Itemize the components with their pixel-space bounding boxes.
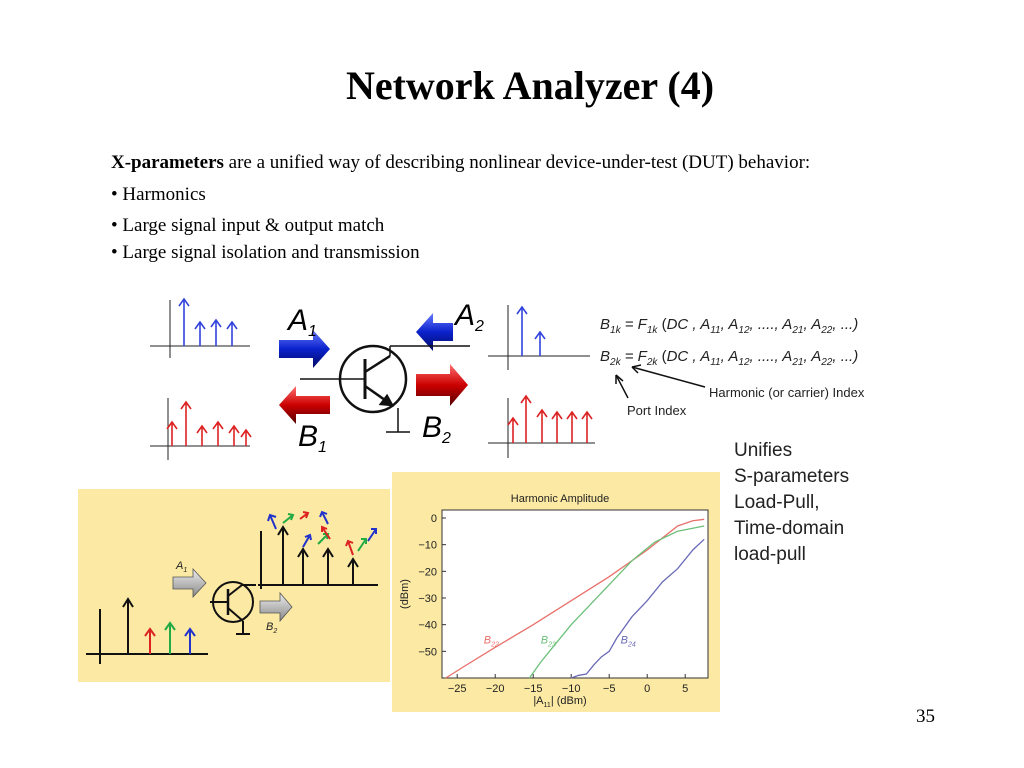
- page-title: Network Analyzer (4): [345, 63, 715, 108]
- page-number: 35: [916, 706, 935, 727]
- panel-b2-label: B2: [266, 621, 277, 635]
- chart-title: Harmonic Amplitude: [511, 493, 609, 505]
- intro-text: are a unified way of describing nonlinea…: [223, 152, 811, 173]
- x-tick-label: −20: [486, 683, 505, 695]
- b1-label: B1: [298, 420, 327, 456]
- chart-ylabel: (dBm): [399, 579, 411, 609]
- bullet-isolation: • Large signal isolation and transmissio…: [111, 242, 420, 263]
- x-tick-label: −25: [448, 683, 467, 695]
- intro-line: X-parameters are a unified way of descri…: [111, 152, 810, 174]
- transistor-symbol: [300, 344, 470, 433]
- series-label-b22: B22: [484, 634, 499, 648]
- a2-label: A2: [453, 299, 484, 335]
- spectrum-port1-incident: [150, 297, 250, 358]
- b2-arrow: [416, 364, 468, 406]
- series-line-b23: [528, 525, 705, 679]
- equation-b2: B2k = F2k (DC , A11, A12, ...., A21, A22…: [600, 348, 858, 368]
- x-tick-label: −10: [562, 683, 581, 695]
- intro-term: X-parameters: [111, 152, 224, 173]
- unifies-item: Time-domain: [734, 518, 845, 539]
- series-label-b23: B23: [541, 634, 556, 648]
- harmonic-amplitude-chart: Harmonic Amplitude |A11| (dBm) (dBm) −25…: [399, 493, 709, 709]
- bullet-harmonics: • Harmonics: [111, 184, 206, 205]
- b1-arrow: [279, 386, 330, 424]
- x-tick-label: −15: [524, 683, 543, 695]
- a1-arrow: [279, 330, 330, 368]
- unifies-item: Unifies: [734, 440, 793, 461]
- spectrum-port2-incident: [488, 305, 590, 370]
- b2-label: B2: [422, 411, 451, 447]
- panel-a1-label: A1: [175, 560, 187, 574]
- spectrum-port1-reflected: [150, 398, 252, 460]
- x-tick-label: 5: [682, 683, 688, 695]
- unifies-item: load-pull: [734, 544, 806, 565]
- y-tick-label: −10: [418, 540, 437, 552]
- series-line-b24: [570, 538, 705, 679]
- port-index-label: Port Index: [627, 403, 687, 418]
- x-tick-label: −5: [603, 683, 616, 695]
- unifies-list: Unifies S-parameters Load-Pull, Time-dom…: [734, 438, 849, 568]
- chart-xlabel: |A11| (dBm): [533, 695, 586, 709]
- a2-arrow: [416, 313, 453, 351]
- bullet-match: • Large signal input & output match: [111, 215, 385, 236]
- y-tick-label: −30: [418, 593, 437, 605]
- unifies-item: S-parameters: [734, 466, 850, 487]
- unifies-item: Load-Pull,: [734, 492, 820, 513]
- index-pointers: [615, 364, 706, 399]
- a1-label: A1: [286, 304, 317, 340]
- y-tick-label: −20: [418, 566, 437, 578]
- equation-b1: B1k = F1k (DC , A11, A12, ...., A21, A22…: [600, 316, 858, 336]
- x-tick-label: 0: [644, 683, 650, 695]
- series-label-b24: B24: [621, 634, 636, 648]
- y-tick-label: −40: [418, 620, 437, 632]
- harmonic-index-label: Harmonic (or carrier) Index: [709, 385, 865, 400]
- y-tick-label: 0: [431, 513, 437, 525]
- harmonic-spectrum-panel: A1 B2: [78, 489, 390, 682]
- y-tick-label: −50: [418, 646, 437, 658]
- spectrum-port2-reflected: [488, 394, 595, 458]
- series-line-b22: [445, 518, 705, 679]
